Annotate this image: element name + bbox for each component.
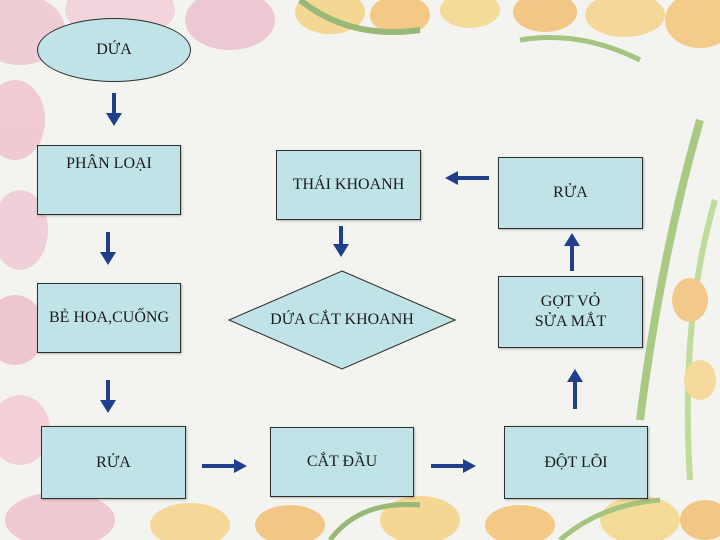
node-rua-2: RỬA: [498, 157, 643, 229]
arrow-down-icon: [99, 232, 117, 266]
node-got-vo-sua-mat: GỌT VỎ SỬA MẮT: [498, 276, 643, 348]
node-phan-loai: PHÂN LOẠI: [37, 145, 181, 215]
start-node-dua: DỨA: [37, 18, 191, 82]
arrow-right-icon: [202, 458, 248, 474]
node-dot-loi: ĐỘT LÕI: [504, 426, 648, 499]
node-rua-2-label: RỬA: [553, 184, 588, 201]
decision-node-label: DỨA CẮT KHOANH: [270, 311, 414, 328]
node-cat-dau: CẮT ĐẦU: [270, 427, 414, 497]
node-rua-1: RỬA: [41, 426, 186, 499]
arrow-right-icon: [431, 458, 477, 474]
arrow-up-icon: [563, 233, 581, 271]
arrow-down-icon: [99, 380, 117, 414]
node-got-vo-line2: SỬA MẮT: [534, 313, 607, 330]
start-node-label: DỨA: [96, 41, 132, 58]
node-be-hoa-cuong: BẺ HOA,CUỐNG: [37, 283, 181, 353]
arrow-left-icon: [445, 170, 489, 186]
node-dot-loi-label: ĐỘT LÕI: [544, 453, 608, 471]
node-got-vo-line1: GỌT VỎ: [540, 293, 601, 310]
diamond-shape: [228, 270, 456, 370]
decision-node-dua-cat-khoanh: DỨA CẮT KHOANH: [228, 270, 456, 370]
node-be-hoa-cuong-label: BẺ HOA,CUỐNG: [49, 309, 169, 326]
node-cat-dau-label: CẮT ĐẦU: [306, 453, 378, 470]
node-thai-khoanh-label: THÁI KHOANH: [292, 176, 405, 193]
node-thai-khoanh: THÁI KHOANH: [276, 150, 421, 220]
arrow-down-icon: [105, 93, 123, 127]
node-phan-loai-label: PHÂN LOẠI: [66, 155, 152, 172]
arrow-down-icon: [332, 226, 350, 258]
node-rua-1-label: RỬA: [96, 453, 131, 471]
arrow-up-icon: [566, 369, 584, 409]
